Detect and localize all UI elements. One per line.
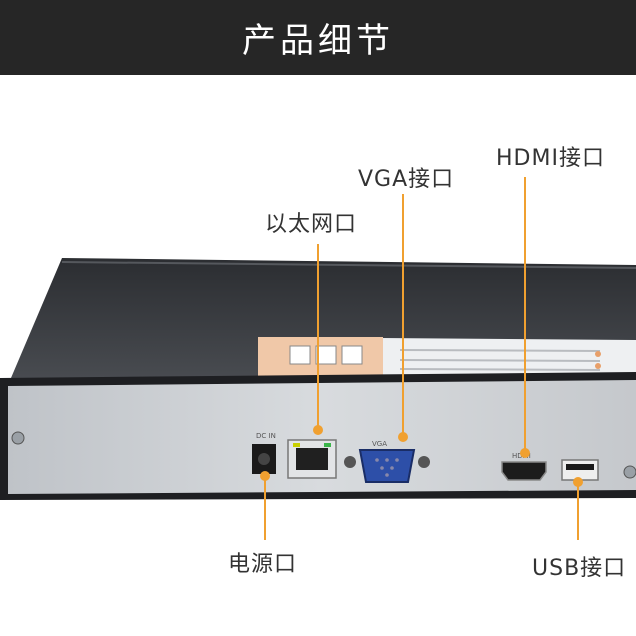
product-sticker	[258, 337, 636, 378]
callout-leader-lines	[260, 177, 583, 540]
device-front-panel	[0, 372, 636, 500]
usb-port	[561, 459, 599, 481]
hdmi-port-label: HDMI接口	[496, 146, 605, 171]
vga-port-label: VGA接口	[358, 167, 455, 192]
svg-text:VGA: VGA	[372, 440, 387, 448]
usb-port-label: USB接口	[532, 556, 627, 581]
page-title: 产品细节	[242, 21, 394, 61]
title-banner: 产品细节	[0, 0, 636, 75]
power-port: DC IN	[252, 432, 276, 474]
power-port-label: 电源口	[228, 552, 298, 577]
ethernet-port-label: 以太网口	[265, 212, 358, 237]
vga-port: VGA	[344, 440, 430, 483]
svg-text:DC IN: DC IN	[256, 432, 276, 440]
ethernet-port	[287, 439, 337, 479]
